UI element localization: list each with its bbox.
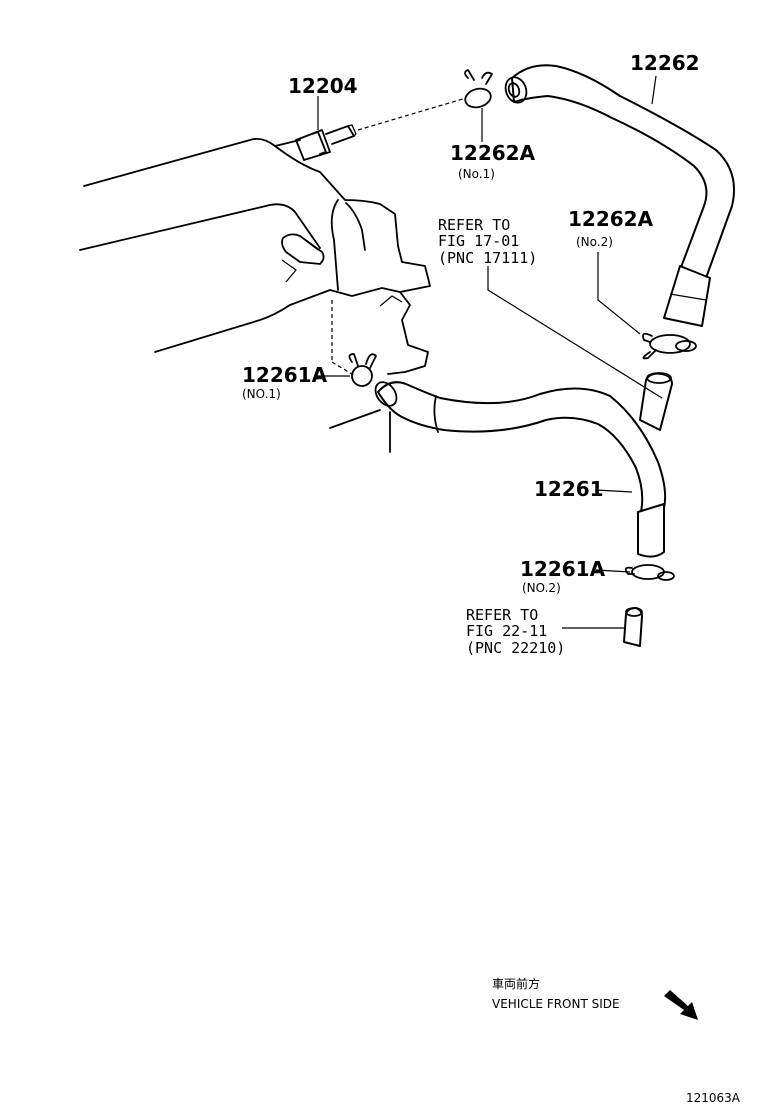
part-sublabel-12262a-no2: (No.2)	[576, 235, 613, 249]
ref1-line3: (PNC 17111)	[438, 249, 537, 267]
part-sublabel-12261a-no2: (NO.2)	[522, 581, 561, 595]
refer-label-fig-17-01: REFER TO FIG 17-01 (PNC 17111)	[438, 216, 537, 267]
engine-block-outline	[79, 137, 431, 453]
part-label-12262a-no1: 12262A	[450, 141, 536, 165]
ref1-line1: REFER TO	[438, 216, 510, 234]
arrow-down-right-icon	[664, 990, 698, 1020]
part-label-12261: 12261	[534, 477, 604, 501]
ref2-line2: FIG 22-11	[466, 622, 547, 640]
vehicle-front-japanese: 車両前方	[492, 976, 540, 991]
part-label-12261a-no2: 12261A	[520, 557, 606, 581]
hose-clip-12261a-no1	[348, 353, 377, 387]
part-label-12204: 12204	[288, 74, 358, 98]
part-label-12261a-no1: 12261A	[242, 363, 328, 387]
part-label-12262: 12262	[630, 51, 700, 75]
ref2-line1: REFER TO	[466, 606, 538, 624]
ref2-line3: (PNC 22210)	[466, 639, 565, 657]
hose-12261	[374, 372, 673, 558]
pcv-valve-12204	[295, 97, 467, 161]
vehicle-front-side-label: VEHICLE FRONT SIDE	[492, 997, 620, 1011]
pipe-fig-22-11	[623, 607, 643, 647]
leader-lines	[316, 75, 663, 629]
hose-12262	[504, 64, 735, 327]
part-sublabel-12262a-no1: (No.1)	[458, 167, 495, 181]
part-label-12262a-no2: 12262A	[568, 207, 654, 231]
ref1-line2: FIG 17-01	[438, 232, 519, 250]
figure-id: 121063A	[686, 1091, 741, 1105]
hose-clip-12261a-no2	[624, 564, 675, 581]
refer-label-fig-22-11: REFER TO FIG 22-11 (PNC 22210)	[466, 606, 565, 657]
hose-clip-12262a-no1	[464, 69, 493, 109]
hose-clip-12262a-no2	[642, 332, 697, 360]
part-sublabel-12261a-no1: (NO.1)	[242, 387, 281, 401]
